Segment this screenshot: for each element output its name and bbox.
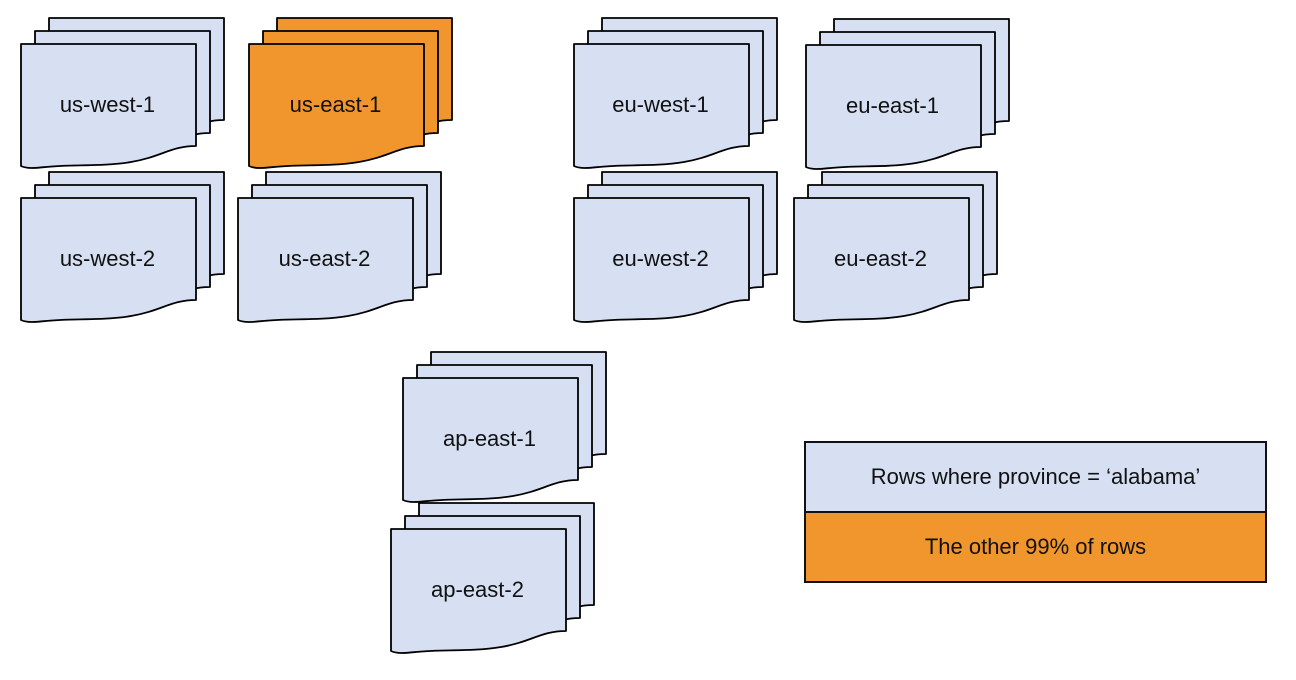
doc-stack-us-west-2: us-west-2 xyxy=(20,171,225,323)
document-stack-icon xyxy=(402,351,607,503)
document-stack-icon xyxy=(805,18,1010,170)
doc-stack-us-east-2: us-east-2 xyxy=(237,171,442,323)
document-stack-icon xyxy=(390,502,595,654)
document-stack-icon xyxy=(793,171,998,323)
doc-stack-eu-west-2: eu-west-2 xyxy=(573,171,778,323)
doc-stack-eu-east-1: eu-east-1 xyxy=(805,18,1010,170)
legend: Rows where province = ‘alabama’ The othe… xyxy=(804,441,1267,583)
document-stack-icon xyxy=(248,17,453,169)
document-stack-icon xyxy=(573,171,778,323)
doc-stack-eu-west-1: eu-west-1 xyxy=(573,17,778,169)
doc-stack-ap-east-2: ap-east-2 xyxy=(390,502,595,654)
document-stack-icon xyxy=(237,171,442,323)
document-stack-icon xyxy=(573,17,778,169)
legend-item-alabama-rows: Rows where province = ‘alabama’ xyxy=(806,443,1265,513)
doc-stack-us-east-1: us-east-1 xyxy=(248,17,453,169)
legend-item-other-rows: The other 99% of rows xyxy=(806,513,1265,581)
document-stack-icon xyxy=(20,171,225,323)
doc-stack-eu-east-2: eu-east-2 xyxy=(793,171,998,323)
doc-stack-ap-east-1: ap-east-1 xyxy=(402,351,607,503)
doc-stack-us-west-1: us-west-1 xyxy=(20,17,225,169)
document-stack-icon xyxy=(20,17,225,169)
